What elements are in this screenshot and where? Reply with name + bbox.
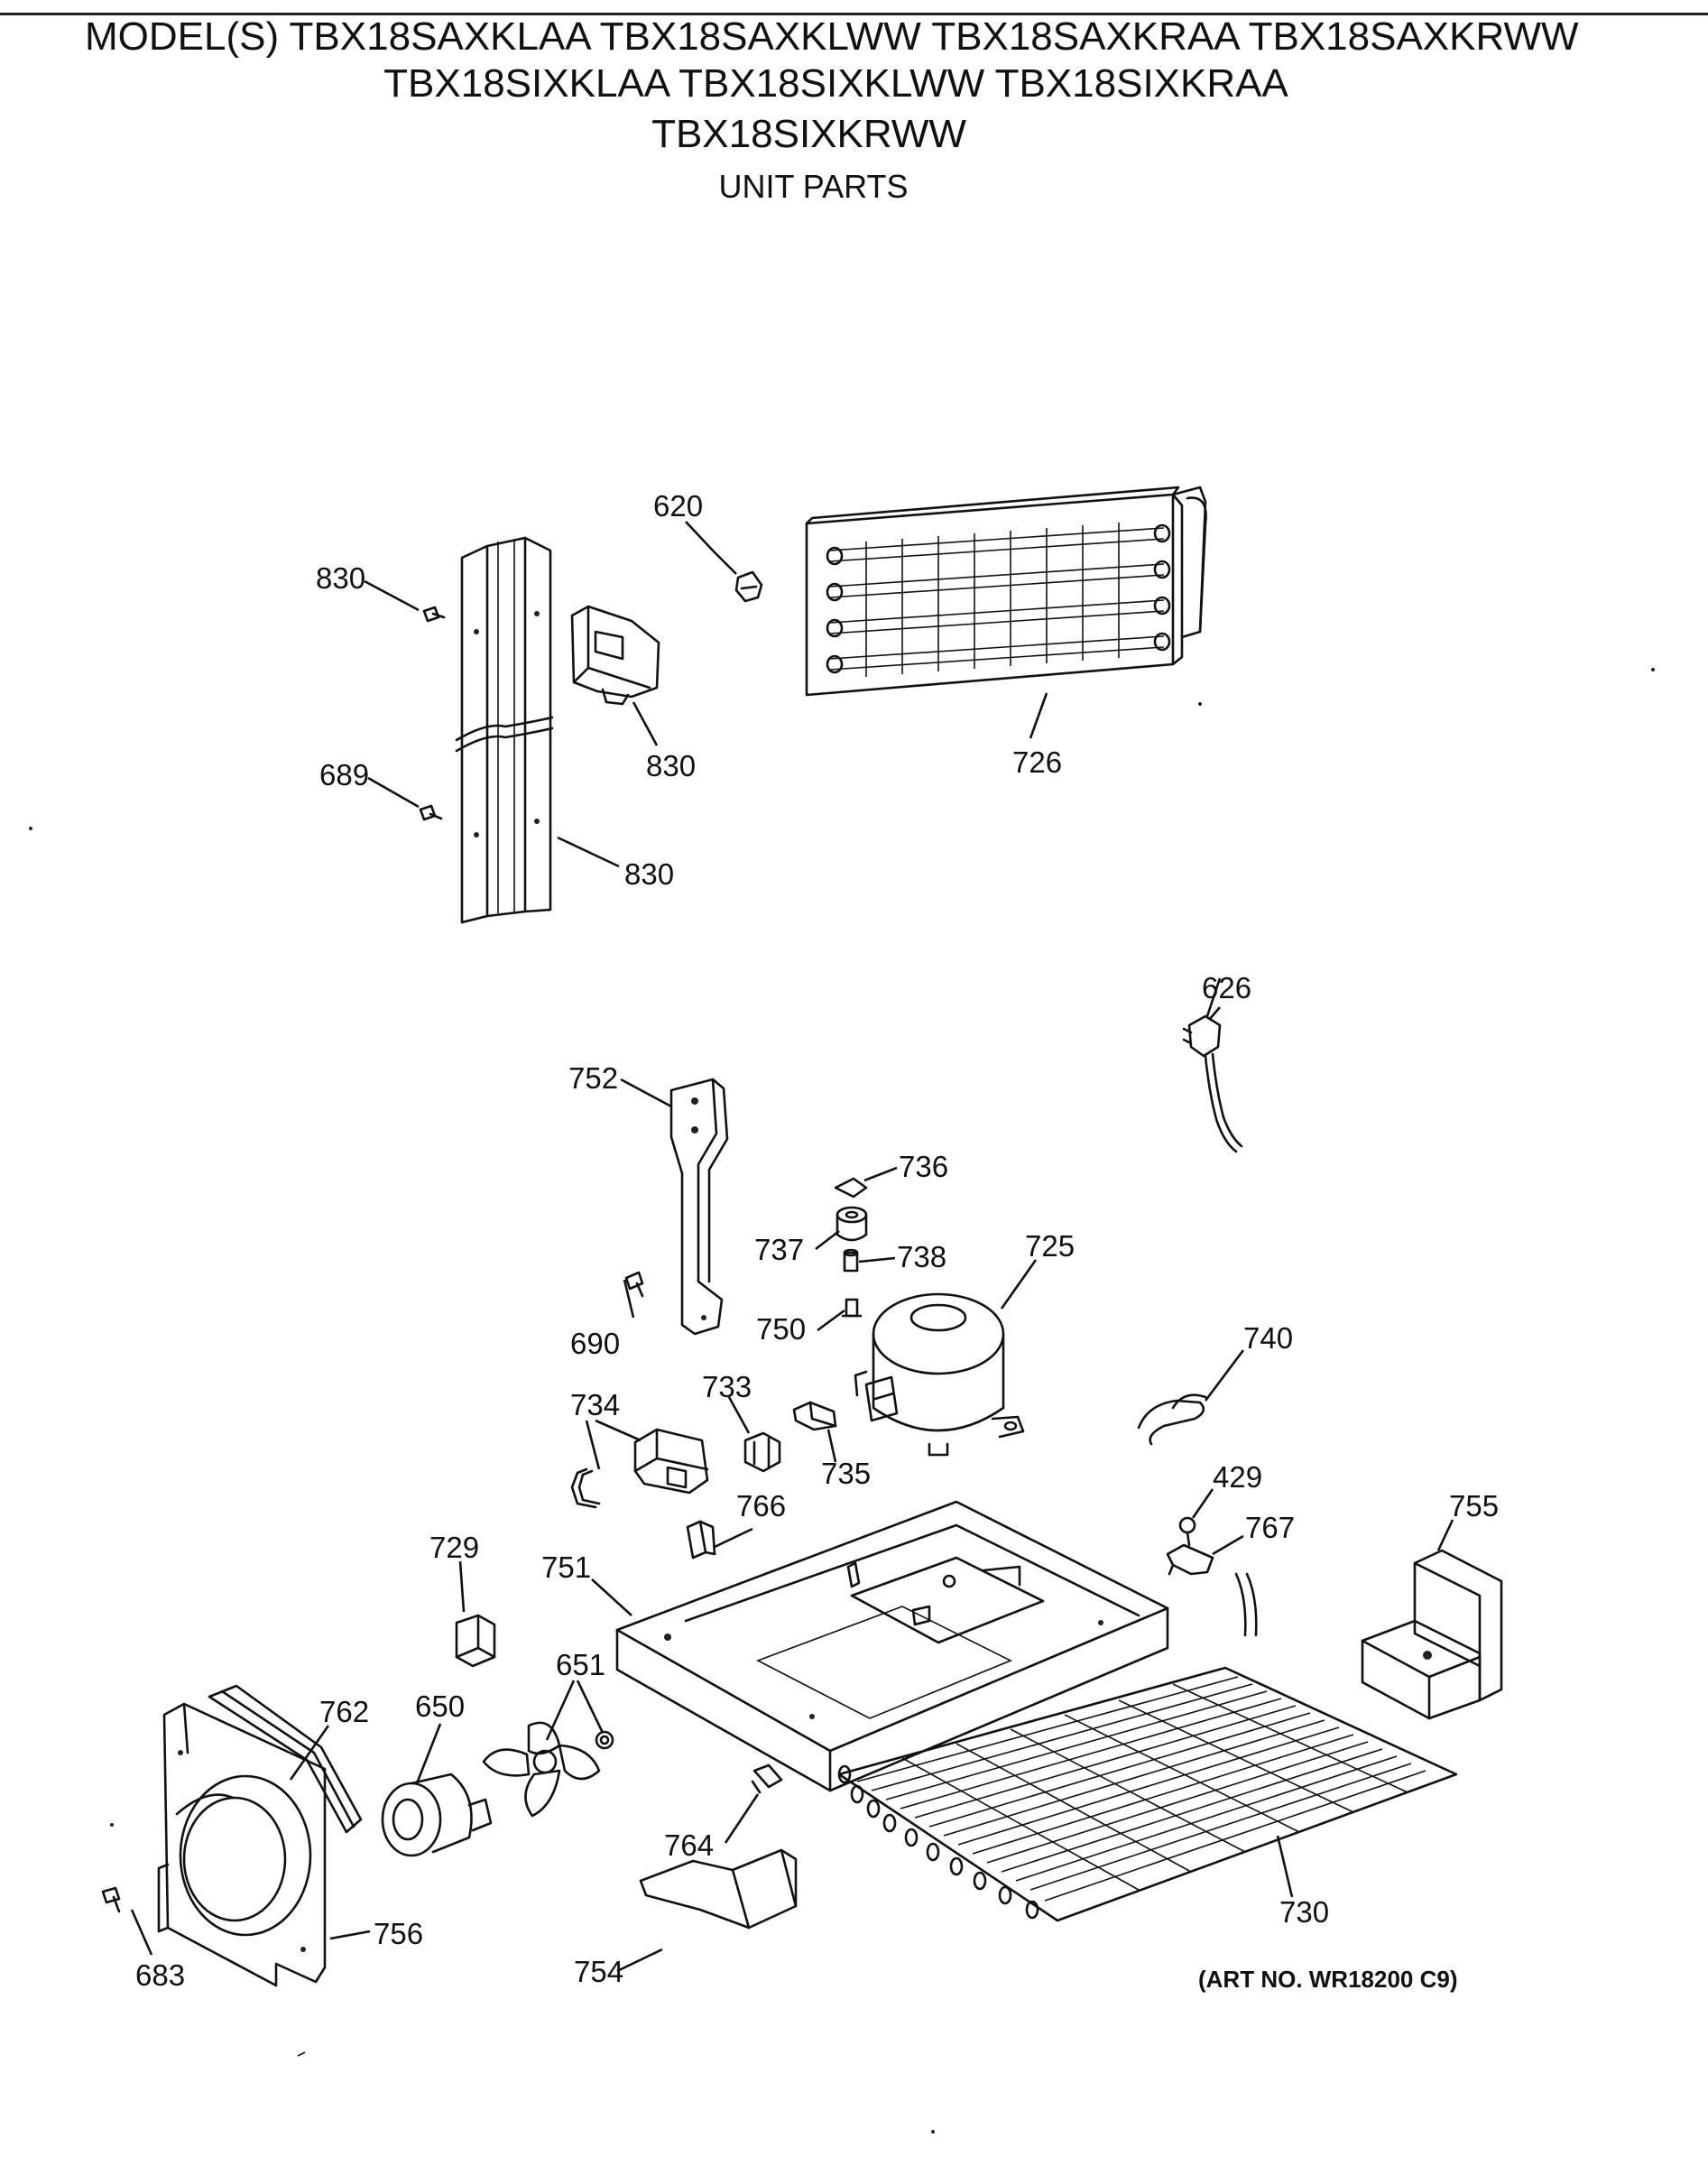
gasket-762[interactable]	[208, 1684, 363, 1834]
model-list-line-1: MODEL(S) TBX18SAXKLAA TBX18SAXKLWW TBX18…	[85, 14, 1579, 59]
model-list-line-2: TBX18SIXKLAA TBX18SIXKLWW TBX18SIXKRAA	[383, 61, 1288, 106]
callout-751[interactable]: 751	[541, 1550, 591, 1584]
screw-830[interactable]	[422, 606, 446, 623]
callout-651[interactable]: 651	[556, 1648, 605, 1681]
callout-766[interactable]: 766	[736, 1489, 786, 1523]
drain-pan-754[interactable]	[639, 1848, 798, 1930]
callout-737[interactable]: 737	[754, 1233, 804, 1266]
condenser-730[interactable]	[837, 1572, 1458, 1922]
callout-740[interactable]: 740	[1243, 1321, 1293, 1355]
fan-motor-650[interactable]	[381, 1773, 493, 1857]
sleeve-738[interactable]	[843, 1248, 859, 1273]
art-number: (ART NO. WR18200 C9)	[1198, 1966, 1458, 1993]
callout-729[interactable]: 729	[429, 1531, 479, 1564]
callout-650[interactable]: 650	[415, 1689, 465, 1723]
callout-755[interactable]: 755	[1449, 1489, 1499, 1523]
callout-735[interactable]: 735	[821, 1457, 871, 1490]
callout-734[interactable]: 734	[570, 1388, 620, 1421]
clip-620[interactable]	[734, 570, 763, 603]
screw-690[interactable]	[624, 1271, 644, 1298]
scan-specks	[29, 668, 1655, 2134]
fan-nut-651[interactable]	[595, 1730, 614, 1750]
callout-733[interactable]: 733	[702, 1370, 752, 1403]
callout-736[interactable]: 736	[899, 1150, 948, 1183]
leader-lines	[130, 521, 1454, 1973]
callout-750[interactable]: 750	[756, 1312, 806, 1346]
callout-626[interactable]: 626	[1202, 971, 1251, 1004]
overload-733[interactable]	[743, 1431, 781, 1473]
header-rule	[0, 13, 1708, 15]
model-list-line-3: TBX18SIXKRWW	[651, 112, 966, 156]
clip-734[interactable]	[570, 1467, 601, 1509]
callout-764[interactable]: 764	[664, 1828, 714, 1862]
evaporator-726[interactable]	[805, 486, 1207, 697]
bracket-752[interactable]	[669, 1078, 729, 1336]
base-pan-751[interactable]	[615, 1500, 1169, 1792]
fan-shroud-756[interactable]	[157, 1702, 327, 1987]
callout-738[interactable]: 738	[897, 1240, 946, 1273]
compressor-725[interactable]	[854, 1292, 1025, 1457]
callout-756[interactable]: 756	[374, 1917, 423, 1950]
callout-752[interactable]: 752	[568, 1061, 618, 1095]
callout-726[interactable]: 726	[1012, 745, 1062, 779]
power-cord-626[interactable]	[1182, 1014, 1243, 1153]
callout-730[interactable]: 730	[1279, 1895, 1329, 1929]
section-title: UNIT PARTS	[718, 168, 909, 205]
callout-767[interactable]: 767	[1245, 1511, 1295, 1544]
stud-750[interactable]	[841, 1298, 863, 1318]
relay-box-830[interactable]	[570, 605, 660, 706]
callout-830-box[interactable]: 830	[646, 749, 696, 782]
screw-683[interactable]	[101, 1886, 121, 1913]
cover-block-755[interactable]	[1361, 1549, 1503, 1720]
fan-blade-651[interactable]	[482, 1721, 601, 1818]
callout-683[interactable]: 683	[135, 1958, 185, 1992]
relay-734[interactable]	[633, 1428, 709, 1495]
clip-767[interactable]	[1166, 1543, 1214, 1576]
callout-830-screw[interactable]: 830	[316, 561, 365, 595]
clip-764[interactable]	[751, 1763, 783, 1794]
channel-bracket-830[interactable]	[455, 536, 554, 924]
callout-689[interactable]: 689	[319, 758, 369, 791]
clip-766[interactable]	[686, 1520, 716, 1560]
screw-429[interactable]	[1178, 1516, 1196, 1547]
callout-830-bracket[interactable]: 830	[624, 857, 674, 891]
capacitor-729[interactable]	[455, 1614, 496, 1668]
callout-762[interactable]: 762	[319, 1695, 369, 1728]
callout-690[interactable]: 690	[570, 1327, 620, 1360]
callout-725[interactable]: 725	[1025, 1229, 1075, 1263]
cover-735[interactable]	[792, 1401, 837, 1431]
grommet-737[interactable]	[836, 1206, 868, 1242]
clip-740[interactable]	[1137, 1393, 1207, 1446]
clip-736[interactable]	[834, 1177, 868, 1199]
screw-689[interactable]	[419, 804, 443, 821]
callout-754[interactable]: 754	[574, 1955, 623, 1988]
callout-620[interactable]: 620	[653, 489, 703, 523]
callout-429[interactable]: 429	[1213, 1460, 1262, 1494]
